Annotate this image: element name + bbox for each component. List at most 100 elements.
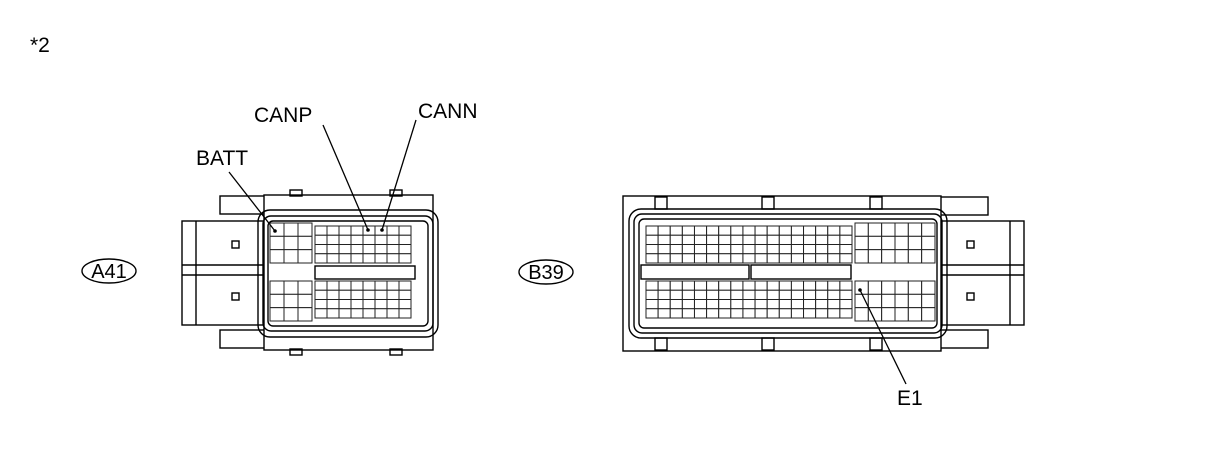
pin-cavity — [730, 280, 744, 291]
pin-cavity — [362, 253, 376, 264]
pin-cavity — [827, 244, 841, 255]
pin-cavity — [881, 280, 896, 295]
pin-cavity — [645, 225, 659, 236]
pin-cavity — [283, 307, 299, 322]
pin-cavity — [754, 253, 768, 264]
pin-cavity — [881, 307, 896, 322]
pin-cavity — [867, 280, 883, 295]
pin-cavity — [374, 289, 388, 300]
pin-cavity — [706, 289, 720, 300]
pin-label-batt: BATT — [196, 147, 248, 170]
pin-cavity — [386, 244, 400, 255]
pin-cavity — [839, 308, 853, 319]
pin-cavity — [766, 234, 780, 245]
a41-key-bar — [314, 265, 416, 280]
pin-cavity — [881, 222, 896, 237]
pin-cavity — [730, 253, 744, 264]
pin-cavity — [894, 307, 909, 322]
pin-cavity — [706, 280, 720, 291]
pin-cavity — [669, 225, 683, 236]
pin-cavity — [374, 308, 388, 319]
pin-cavity — [398, 280, 412, 291]
pin-cavity — [790, 244, 805, 255]
a41-pin-block — [314, 280, 412, 319]
pin-cavity — [645, 289, 659, 300]
pin-cavity — [778, 253, 792, 264]
pin-cavity — [827, 225, 841, 236]
pin-cavity — [693, 289, 708, 300]
pin-cavity — [881, 235, 896, 251]
b39-lock-latch — [939, 220, 1025, 326]
pin-cavity — [803, 299, 817, 310]
pin-cavity — [766, 244, 780, 255]
pin-cavity — [386, 289, 400, 300]
pin-cavity — [754, 234, 768, 245]
pin-cavity — [742, 280, 756, 291]
pin-cavity — [718, 289, 732, 300]
pin-cavity — [827, 234, 841, 245]
pin-cavity — [803, 225, 817, 236]
pin-cavity — [766, 308, 780, 319]
pin-cavity — [669, 289, 683, 300]
a41-top-rail — [219, 195, 269, 215]
pin-cavity — [338, 253, 352, 264]
pin-cavity — [669, 308, 683, 319]
pin-cavity — [693, 299, 708, 310]
pin-cavity — [742, 308, 756, 319]
pin-cavity — [645, 280, 659, 291]
connector-a41: A41 BATT CANP CANN — [81, 100, 478, 356]
pin-cavity — [827, 308, 841, 319]
pin-cavity — [338, 225, 352, 236]
pin-cavity — [907, 222, 923, 237]
pin-cavity — [362, 299, 376, 310]
pin-cavity — [374, 244, 388, 255]
pin-cavity — [742, 244, 756, 255]
pin-cavity — [693, 234, 708, 245]
b39-pin-block — [645, 280, 853, 319]
a41-lock-latch — [181, 220, 269, 326]
pin-cavity — [827, 289, 841, 300]
pin-cavity — [790, 308, 805, 319]
pin-cavity — [706, 308, 720, 319]
pin-cavity — [921, 249, 936, 264]
pin-cavity — [921, 280, 936, 295]
pin-cavity — [669, 253, 683, 264]
pin-cavity — [730, 289, 744, 300]
pin-cavity — [338, 289, 352, 300]
pin-cavity — [921, 307, 936, 322]
pin-cavity — [742, 299, 756, 310]
pin-cavity — [326, 308, 340, 319]
pin-cavity — [867, 293, 883, 309]
pin-cavity — [778, 308, 792, 319]
pin-cavity — [326, 289, 340, 300]
pin-cavity — [398, 299, 412, 310]
pin-cavity — [815, 244, 829, 255]
pin-cavity — [283, 222, 299, 237]
pin-cavity — [297, 249, 313, 264]
pin-label-e1: E1 — [897, 387, 923, 410]
connector-b39: B39 E1 — [518, 195, 1025, 410]
pin-cavity — [778, 280, 792, 291]
pin-cavity — [742, 253, 756, 264]
pin-cavity — [815, 253, 829, 264]
pin-cavity — [283, 293, 299, 309]
b39-top-rail — [939, 196, 989, 216]
pin-cavity — [669, 244, 683, 255]
pin-cavity — [314, 289, 328, 300]
pin-cavity — [386, 234, 400, 245]
pin-cavity — [398, 244, 412, 255]
pin-label-cann: CANN — [418, 100, 478, 123]
pin-cavity — [778, 299, 792, 310]
pin-cavity — [326, 253, 340, 264]
pin-cavity — [867, 235, 883, 251]
pin-cavity — [657, 289, 671, 300]
pin-cavity — [894, 222, 909, 237]
pin-cavity — [362, 289, 376, 300]
pin-cavity — [754, 308, 768, 319]
pin-cavity — [693, 244, 708, 255]
figure-note: *2 — [30, 34, 50, 57]
b39-bottom-rail — [939, 329, 989, 349]
pin-cavity — [815, 280, 829, 291]
b39-pin-block — [645, 225, 853, 264]
pin-cavity — [681, 234, 695, 245]
